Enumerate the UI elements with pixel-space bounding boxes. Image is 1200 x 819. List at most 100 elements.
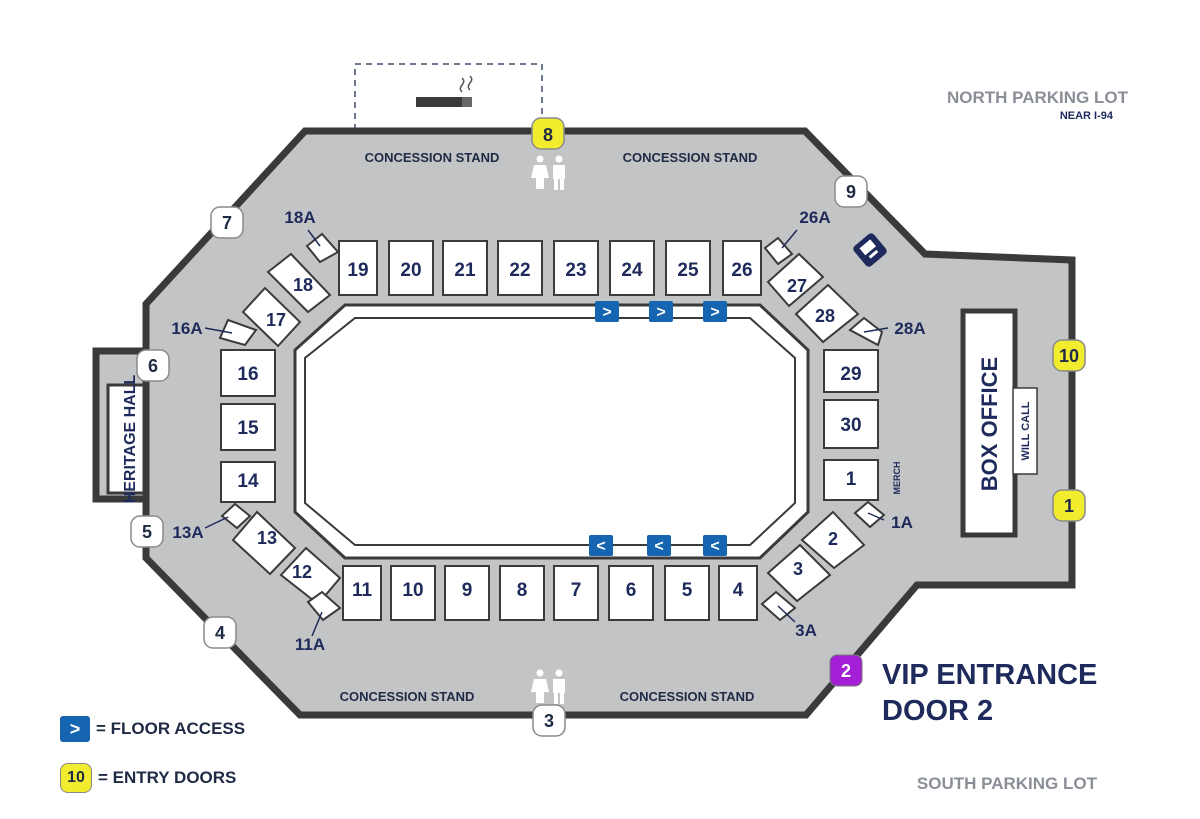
section-label: 5 [682, 580, 693, 601]
will-call-label: WILL CALL [1020, 401, 1032, 460]
section-18a[interactable] [305, 232, 340, 264]
north-parking-lot-label: NORTH PARKING LOT [947, 88, 1129, 107]
section-12[interactable] [279, 546, 342, 606]
concession-stand-label: CONCESSION STAND [620, 689, 755, 704]
section-5[interactable] [664, 565, 710, 621]
section-8[interactable] [499, 565, 545, 621]
door-5[interactable] [130, 515, 164, 548]
floor-access-icon[interactable] [649, 301, 673, 322]
section-22[interactable] [497, 240, 543, 296]
floor-access-icon[interactable] [589, 535, 613, 556]
door-6[interactable] [136, 349, 170, 382]
section-label: 18 [293, 275, 313, 295]
section-label: 27 [787, 276, 807, 296]
section-6[interactable] [608, 565, 654, 621]
section-25[interactable] [665, 240, 711, 296]
entry-door-legend-icon: 10 [60, 763, 92, 793]
floor-access-glyph: > [602, 304, 611, 321]
arena-floor [304, 317, 796, 546]
section-20[interactable] [388, 240, 434, 296]
door-label: 4 [215, 623, 225, 643]
section-label: 28A [894, 319, 925, 338]
section-label: 26 [731, 260, 752, 281]
north-parking-sublabel: NEAR I-94 [1060, 110, 1114, 122]
legend-entry-doors: 10 = ENTRY DOORS [60, 763, 236, 793]
section-1a[interactable] [853, 500, 886, 529]
door-7[interactable] [210, 206, 244, 239]
vip-entrance-line1: VIP ENTRANCE [882, 659, 1098, 691]
door-label: 9 [846, 182, 856, 202]
floor-access-icon[interactable] [595, 301, 619, 322]
section-label: 26A [799, 208, 830, 227]
section-13[interactable] [231, 510, 297, 576]
section-28[interactable] [794, 283, 860, 344]
section-26[interactable] [722, 240, 762, 296]
doors: 9 7 6 5 4 3 [130, 175, 868, 737]
section-26a[interactable] [763, 236, 794, 266]
section-label: 3 [793, 559, 803, 579]
section-label: 11A [295, 635, 325, 654]
section-23[interactable] [553, 240, 599, 296]
section-13a[interactable] [220, 502, 252, 530]
floor-access-icon[interactable] [647, 535, 671, 556]
floor-access-icon[interactable] [703, 301, 727, 322]
section-15[interactable] [220, 403, 276, 451]
section-label: 22 [509, 260, 530, 281]
section-27[interactable] [766, 252, 825, 308]
entry-door-8[interactable] [531, 117, 565, 150]
section-11a[interactable] [306, 590, 342, 622]
section-19[interactable] [338, 240, 378, 296]
floor-access-glyph: < [710, 538, 719, 555]
section-label: 15 [237, 418, 259, 439]
vip-entrance-door[interactable] [829, 654, 863, 687]
vip-door-label: 2 [841, 661, 851, 681]
section-label: 17 [266, 310, 286, 330]
door-label: 8 [543, 125, 553, 145]
section-11[interactable] [342, 565, 382, 621]
sections-bottom: 11 10 9 8 7 6 5 4 [342, 565, 758, 621]
section-label: 12 [292, 562, 312, 582]
section-2[interactable] [800, 510, 866, 570]
section-label: 16 [237, 364, 258, 385]
vip-entrance-line2: DOOR 2 [882, 695, 994, 727]
floor-access-legend-icon: > [60, 716, 90, 742]
floor-access-markers: > > > < < < [589, 301, 727, 556]
entry-door-1[interactable] [1052, 489, 1086, 522]
section-29[interactable] [823, 349, 879, 393]
section-18[interactable] [266, 252, 332, 314]
section-label: 13A [172, 523, 203, 542]
heritage-hall-label: HERITAGE HALL [122, 374, 139, 503]
floor-access-glyph: > [710, 304, 719, 321]
sections-corners: 18 17 13 12 27 28 2 3 [231, 252, 866, 606]
section-30[interactable] [823, 399, 879, 449]
section-16a[interactable] [218, 318, 258, 347]
section-24[interactable] [609, 240, 655, 296]
section-7[interactable] [553, 565, 599, 621]
section-21[interactable] [442, 240, 488, 296]
section-17[interactable] [241, 286, 302, 348]
floor-access-glyph: < [654, 538, 663, 555]
section-4[interactable] [718, 565, 758, 621]
legend-floor-access: > = FLOOR ACCESS [60, 716, 245, 742]
floor-access-icon[interactable] [703, 535, 727, 556]
entry-door-10[interactable] [1052, 339, 1086, 372]
south-parking-lot-label: SOUTH PARKING LOT [917, 774, 1098, 793]
section-10[interactable] [390, 565, 436, 621]
section-label: 30 [840, 415, 861, 436]
door-3[interactable] [532, 704, 566, 737]
will-call-window [1012, 387, 1038, 475]
door-9[interactable] [834, 175, 868, 208]
entry-doors: 8 10 1 [531, 117, 1086, 522]
section-9[interactable] [444, 565, 490, 621]
section-label: 25 [677, 260, 699, 281]
door-4[interactable] [203, 616, 237, 649]
section-3[interactable] [766, 543, 832, 603]
section-label: 2 [828, 529, 838, 549]
floor-access-glyph: < [596, 538, 605, 555]
section-1[interactable] [823, 459, 879, 501]
door-label: 5 [142, 522, 152, 542]
section-16[interactable] [220, 349, 276, 397]
section-label: 19 [347, 260, 368, 281]
section-14[interactable] [220, 461, 276, 503]
